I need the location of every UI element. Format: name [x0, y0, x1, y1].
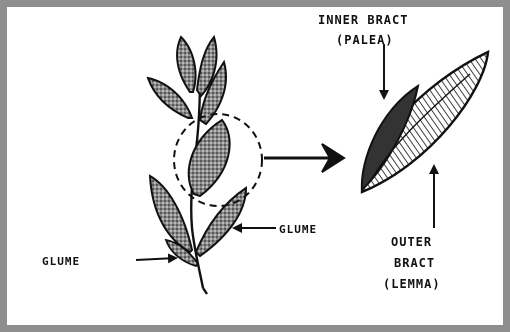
glume-label-right: GLUME: [279, 224, 317, 235]
inner-bract-label: INNER BRACT: [318, 14, 408, 26]
outer-bract-lemma: [362, 52, 488, 192]
glume-label-left: GLUME: [42, 256, 80, 267]
lemma-label: (LEMMA): [383, 278, 441, 290]
leaf-circled: [189, 120, 230, 196]
glume-left-pointer: [136, 258, 176, 260]
leaf-top-left: [177, 37, 195, 92]
outer-label: OUTER: [391, 236, 432, 248]
palea-label: (PALEA): [336, 34, 394, 46]
bract-label: BRACT: [394, 257, 435, 269]
stem-base: [203, 288, 207, 294]
leaf-lower-right: [196, 188, 246, 256]
